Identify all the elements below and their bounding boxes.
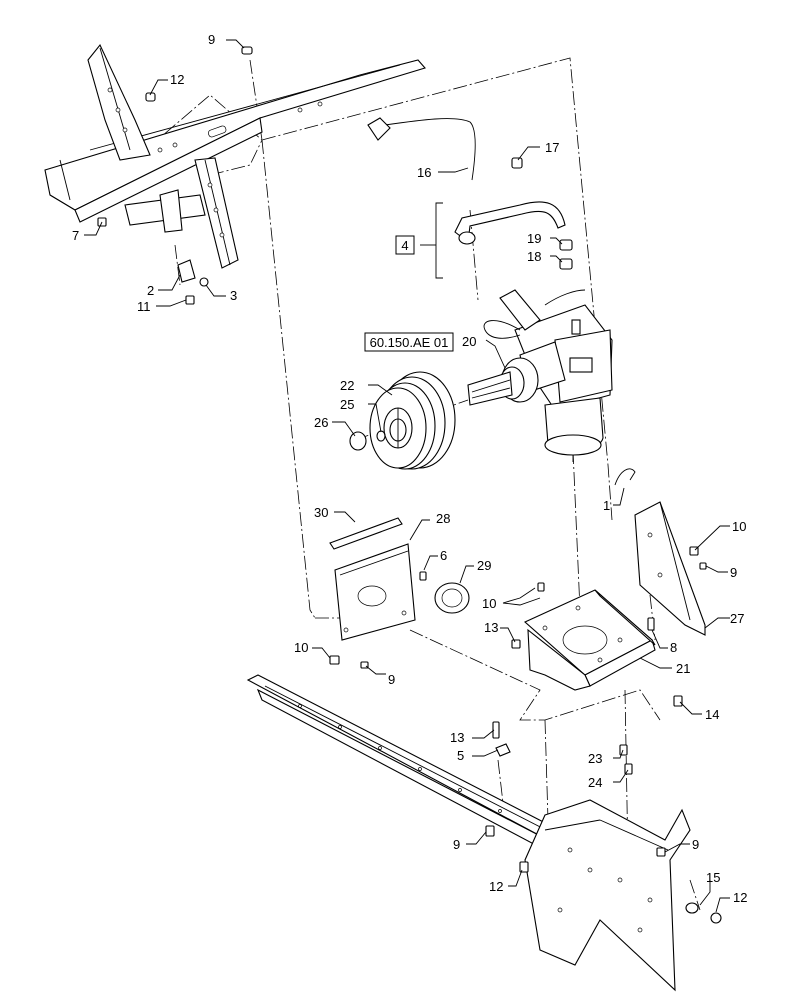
callout-8: 8 bbox=[670, 640, 677, 655]
callout-10-right: 10 bbox=[732, 519, 746, 534]
callout-13-lower: 13 bbox=[450, 730, 464, 745]
plate-hardware bbox=[329, 639, 521, 669]
group-box-frame bbox=[395, 235, 415, 255]
upper-hardware bbox=[97, 46, 253, 305]
reference-box-frame bbox=[364, 332, 454, 352]
group-bracket bbox=[420, 202, 443, 279]
callout-7: 7 bbox=[72, 228, 79, 243]
callout-27: 27 bbox=[730, 611, 744, 626]
callout-6: 6 bbox=[440, 548, 447, 563]
callout-5: 5 bbox=[457, 748, 464, 763]
callout-12-lower-right: 12 bbox=[733, 890, 747, 905]
lower-frame-panel bbox=[485, 799, 722, 992]
callout-21: 21 bbox=[676, 661, 690, 676]
callout-12-top: 12 bbox=[170, 72, 184, 87]
callout-9-top: 9 bbox=[208, 32, 215, 47]
callout-14: 14 bbox=[705, 707, 719, 722]
callout-28: 28 bbox=[436, 511, 450, 526]
upper-frame bbox=[44, 43, 426, 269]
callout-18: 18 bbox=[527, 249, 541, 264]
callout-26: 26 bbox=[314, 415, 328, 430]
callout-29: 29 bbox=[477, 558, 491, 573]
side-bracket bbox=[614, 468, 707, 636]
reference-boxes: 60.150.AE 01 4 bbox=[364, 235, 454, 352]
callout-10-mount: 10 bbox=[482, 596, 496, 611]
callout-20: 20 bbox=[462, 334, 476, 349]
callout-labels: 1 2 3 4 5 6 7 8 9 9 9 9 9 10 10 10 11 12… bbox=[72, 32, 747, 905]
leader-lines bbox=[84, 39, 730, 913]
callout-22: 22 bbox=[340, 378, 354, 393]
callout-17: 17 bbox=[545, 140, 559, 155]
callout-23: 23 bbox=[588, 751, 602, 766]
callout-1: 1 bbox=[603, 498, 610, 513]
callout-9-lower-right: 9 bbox=[692, 837, 699, 852]
callout-2: 2 bbox=[147, 283, 154, 298]
callout-3: 3 bbox=[230, 288, 237, 303]
pulley-assembly bbox=[349, 371, 456, 470]
mount-plate-left bbox=[329, 517, 470, 641]
gearbox-motor bbox=[467, 289, 613, 462]
motor-mount-base bbox=[524, 582, 656, 691]
callout-25: 25 bbox=[340, 397, 354, 412]
callout-13-mount: 13 bbox=[484, 620, 498, 635]
callout-24: 24 bbox=[588, 775, 602, 790]
lower-frame-rail bbox=[246, 674, 556, 851]
callout-9-right: 9 bbox=[730, 565, 737, 580]
callout-10-plate: 10 bbox=[294, 640, 308, 655]
callout-9-lower-left: 9 bbox=[453, 837, 460, 852]
callout-16: 16 bbox=[417, 165, 431, 180]
callout-11: 11 bbox=[137, 299, 151, 314]
reference-box-text[interactable]: 60.150.AE 01 bbox=[370, 335, 449, 350]
callout-19: 19 bbox=[527, 231, 541, 246]
callout-30: 30 bbox=[314, 505, 328, 520]
group-box-text: 4 bbox=[401, 238, 408, 253]
callout-15: 15 bbox=[706, 870, 720, 885]
callout-12-lower-left: 12 bbox=[489, 879, 503, 894]
callout-9-plate: 9 bbox=[388, 672, 395, 687]
hose-assembly bbox=[367, 117, 573, 270]
